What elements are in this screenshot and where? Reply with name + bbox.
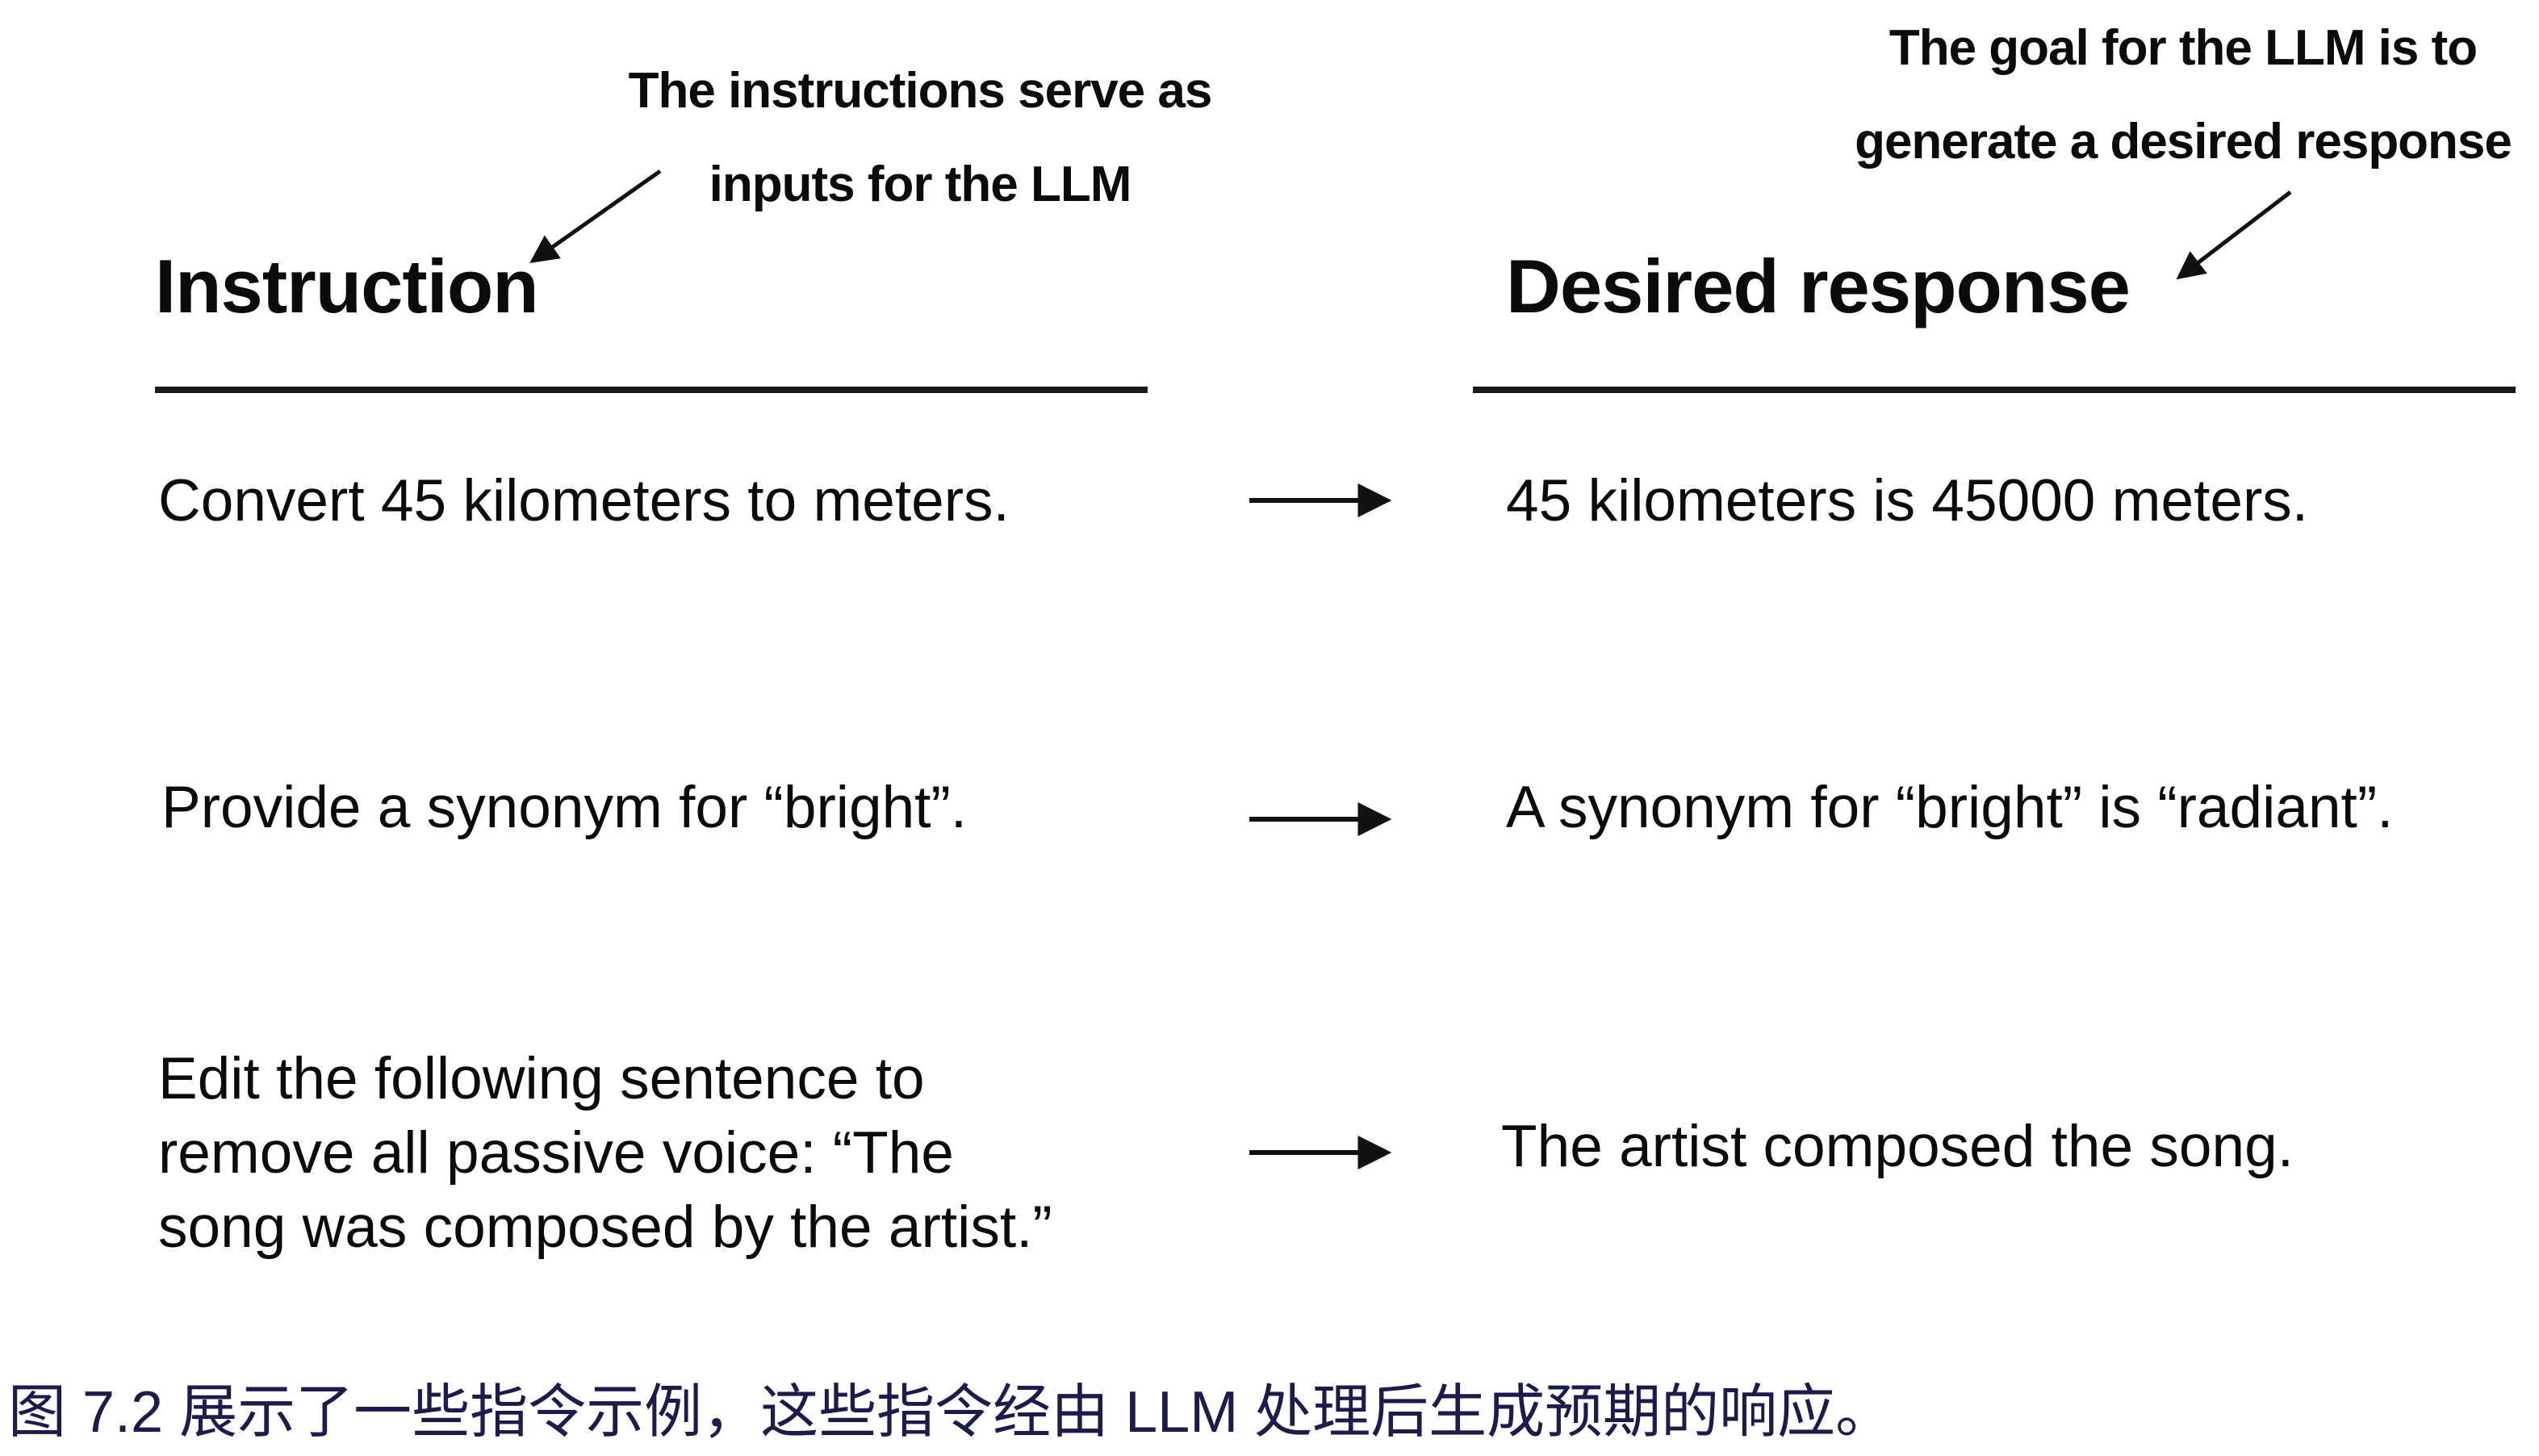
annotation-left: The instructions serve as inputs for the… [517, 44, 1324, 232]
row1-instruction-text: Convert 45 kilometers to meters. [158, 468, 1010, 533]
row2-instruction-text: Provide a synonym for “bright”. [161, 775, 968, 840]
instruction-header-underline [155, 387, 1148, 393]
annotation-right-line2: generate a desired response [1855, 114, 2512, 169]
response-column-header: Desired response [1506, 244, 2131, 328]
row1-response-text: 45 kilometers is 45000 meters. [1506, 468, 2309, 533]
instruction-column-header: Instruction [155, 244, 539, 328]
annotation-right-line1: The goal for the LLM is to [1889, 20, 2478, 76]
response-header-underline [1473, 387, 2516, 393]
annotation-left-line1: The instructions serve as [628, 63, 1213, 119]
row3-instruction-text: Edit the following sentence to remove al… [158, 1046, 1052, 1260]
row2-response-text: A synonym for “bright” is “radiant”. [1506, 775, 2394, 840]
annotation-right-arrow-icon [2176, 190, 2292, 280]
annotation-right: The goal for the LLM is to generate a de… [1780, 2, 2539, 189]
row3-response-text: The artist composed the song. [1501, 1114, 2294, 1179]
annotation-left-line2: inputs for the LLM [709, 157, 1132, 212]
figure-caption: 图 7.2 展示了一些指令示例，这些指令经由 LLM 处理后生成预期的响应。 [8, 1380, 1894, 1445]
